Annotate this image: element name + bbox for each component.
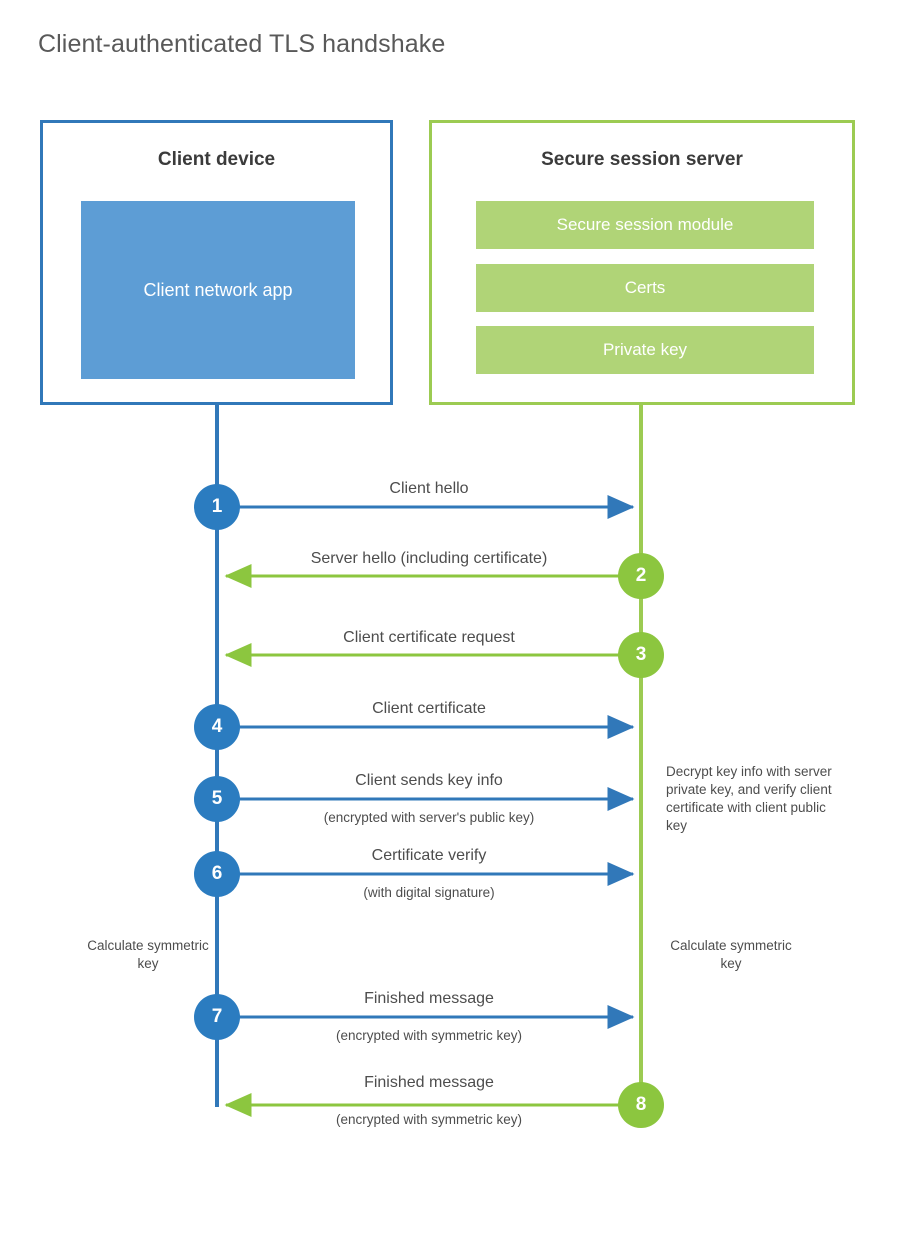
step-circle-3[interactable]: 3 (618, 632, 664, 678)
step-label-5: Client sends key info (355, 772, 503, 789)
step-label-3: Client certificate request (343, 629, 515, 646)
annotation-server-calculate-symmetric-key: Calculate symmetric key (670, 938, 792, 971)
step-label-6: Certificate verify (371, 847, 487, 864)
client-device-panel: Client device Client network app (40, 120, 393, 405)
secure-session-server-title: Secure session server (541, 149, 743, 170)
step-circle-6[interactable]: 6 (194, 851, 240, 897)
server-block-secure-session-module: Secure session module (476, 201, 814, 249)
server-lifeline (639, 402, 643, 1105)
step-label-1: Client hello (389, 480, 469, 497)
step-label-8: Finished message (364, 1074, 494, 1091)
step-circle-1[interactable]: 1 (194, 484, 240, 530)
step-circle-8[interactable]: 8 (618, 1082, 664, 1128)
step-circle-2[interactable]: 2 (618, 553, 664, 599)
client-network-app-box: Client network app (81, 201, 355, 379)
annotation-client-calculate-symmetric-key: Calculate symmetric key (87, 938, 209, 971)
step-circle-7[interactable]: 7 (194, 994, 240, 1040)
step-sublabel-5: (encrypted with server's public key) (323, 810, 535, 825)
step-circle-4[interactable]: 4 (194, 704, 240, 750)
client-lifeline (215, 402, 219, 1107)
client-device-title: Client device (157, 149, 276, 170)
step-circle-5[interactable]: 5 (194, 776, 240, 822)
annotation-server-decrypt: Decrypt key info with server private key… (666, 764, 832, 833)
step-sublabel-8: (encrypted with symmetric key) (335, 1112, 523, 1127)
step-label-7: Finished message (364, 990, 494, 1007)
step-label-4: Client certificate (372, 700, 486, 717)
server-block-private-key: Private key (476, 326, 814, 374)
secure-session-server-panel: Secure session server Secure session mod… (429, 120, 855, 405)
step-sublabel-6: (with digital signature) (363, 885, 495, 900)
step-sublabel-7: (encrypted with symmetric key) (335, 1028, 523, 1043)
step-label-2: Server hello (including certificate) (310, 550, 548, 567)
server-block-certs: Certs (476, 264, 814, 312)
page-title: Client-authenticated TLS handshake (38, 30, 446, 58)
